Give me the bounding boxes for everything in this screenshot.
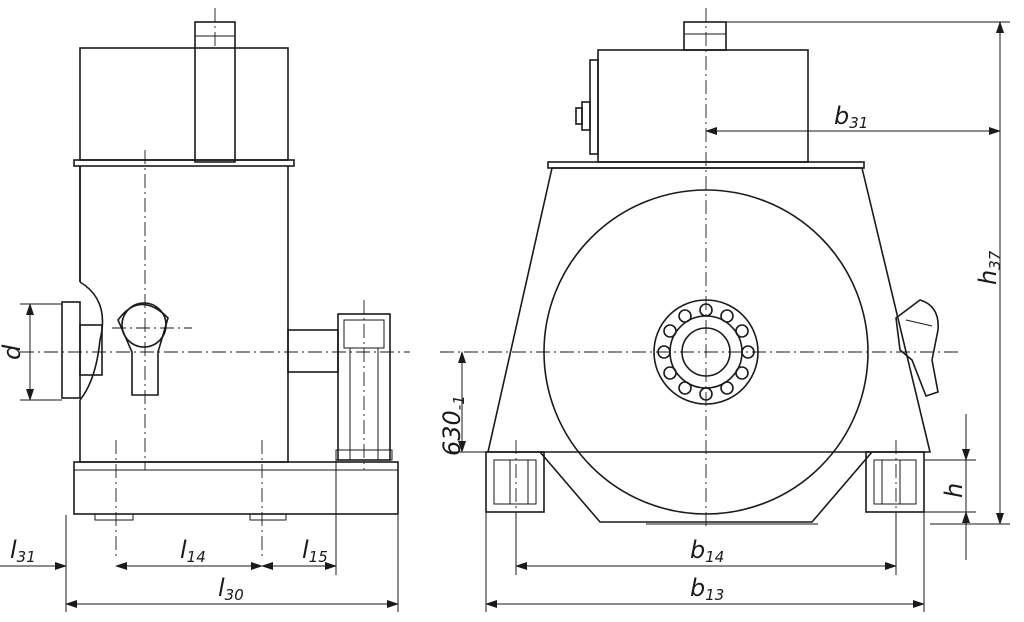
side-main-body <box>79 166 289 463</box>
dim-label-l14: l14 <box>180 536 206 566</box>
side-view <box>20 8 410 560</box>
dim-label-l31: l31 <box>10 536 36 566</box>
side-base-plate <box>73 461 399 515</box>
front-view <box>440 8 960 530</box>
front-dimensions: h37 b31 630-1 h b14 b13 <box>438 21 1010 612</box>
front-body <box>486 167 932 453</box>
dim-label-h: h <box>940 483 968 498</box>
side-outlet-pipe <box>117 303 169 396</box>
front-upper-housing <box>597 49 809 163</box>
dim-label-l30: l30 <box>218 574 244 604</box>
dim-label-b14: b14 <box>690 536 724 566</box>
dim-label-d: d <box>0 344 26 360</box>
dim-label-l15: l15 <box>302 536 328 566</box>
side-flange <box>73 159 295 167</box>
dim-label-b31: b31 <box>834 102 868 132</box>
front-left-foot <box>485 451 545 513</box>
front-base <box>539 451 873 523</box>
dim-label-b13: b13 <box>690 574 724 604</box>
dim-label-630: 630-1 <box>438 395 468 456</box>
front-hub-bolts <box>657 303 755 401</box>
side-inlet-flange <box>61 301 81 399</box>
side-right-pipe <box>287 329 339 373</box>
side-upper-housing <box>79 47 289 161</box>
front-side-pipe <box>895 299 939 397</box>
front-top-stub <box>683 21 727 51</box>
dim-label-h37: h37 <box>974 250 1004 285</box>
front-right-foot <box>865 451 925 513</box>
